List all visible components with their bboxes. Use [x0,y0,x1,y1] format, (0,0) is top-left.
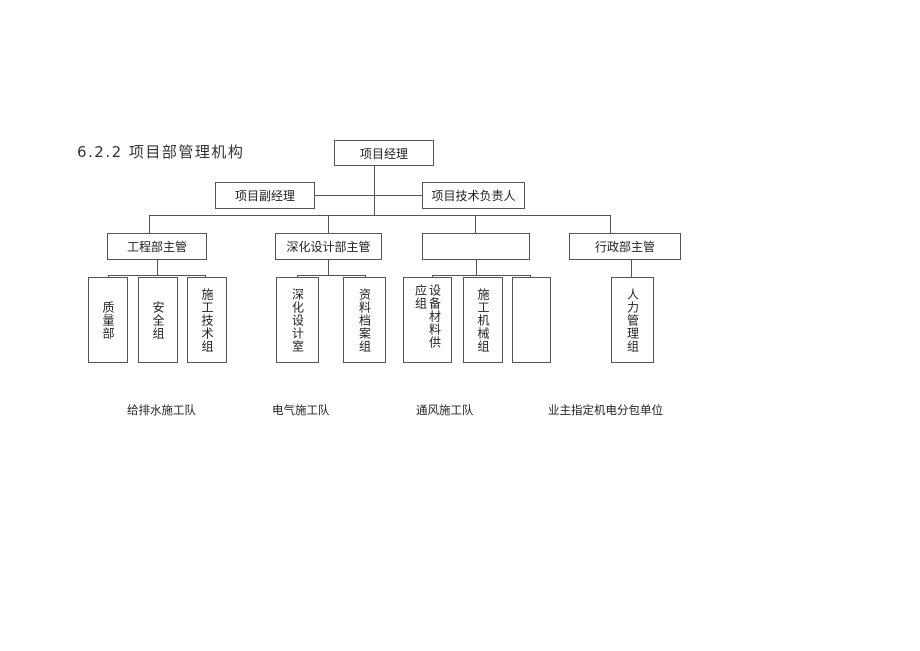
team-owner-subcontractor: 业主指定机电分包单位 [548,403,663,417]
connector-dept2-unit2 [365,275,366,277]
org-box-label: 项目副经理 [234,189,295,203]
org-unit-archives: 资料档案组 [343,277,386,363]
connector-dept3-unit1 [432,275,433,277]
section-heading: 6.2.2 项目部管理机构 [77,143,245,161]
org-unit-label: 施工机械组 [476,287,490,353]
org-box-tech-lead: 项目技术负责人 [422,182,525,209]
team-plumbing: 给排水施工队 [127,403,196,417]
connector-manager-down [374,165,375,215]
org-unit-hr: 人力管理组 [611,277,654,363]
org-unit-design-room: 深化设计室 [276,277,319,363]
connector-dept1-unit1 [108,275,109,277]
connector-dept4 [610,215,611,233]
org-box-label: 深化设计部主管 [286,240,371,254]
org-unit-label: 人力管理组 [625,287,640,353]
org-unit-machinery: 施工机械组 [463,277,503,363]
connector-dept2-unit1 [297,275,298,277]
org-box-dept-admin: 行政部主管 [569,233,681,260]
org-unit-label: 安全组 [151,300,165,340]
org-box-dept-design: 深化设计部主管 [275,233,382,260]
org-box-deputy-manager: 项目副经理 [215,182,315,209]
org-unit-label: 质量部 [101,300,115,340]
org-unit-construction-tech: 施工技术组 [187,277,227,363]
org-box-label: 行政部主管 [594,240,655,254]
connector-dept2 [328,215,329,233]
org-unit-blank [512,277,551,363]
org-box-label: 工程部主管 [126,240,187,254]
team-electrical: 电气施工队 [272,403,330,417]
org-unit-label: 设备材料供应组 [413,284,442,349]
connector-dept2-bus [297,275,365,276]
org-unit-label: 资料档案组 [357,287,372,353]
org-unit-quality: 质量部 [88,277,128,363]
team-ventilation: 通风施工队 [416,403,474,417]
connector-dept-bus [149,215,611,216]
connector-deputy-branch [315,195,422,196]
org-box-manager: 项目经理 [334,140,434,166]
org-unit-safety: 安全组 [138,277,178,363]
connector-dept3 [475,215,476,233]
connector-dept1 [149,215,150,233]
org-box-dept-blank [422,233,530,260]
org-box-label: 项目技术负责人 [431,189,516,203]
connector-dept2-down [328,260,329,275]
org-unit-label: 深化设计室 [290,287,305,353]
connector-dept3-unit3 [530,275,531,277]
org-box-label: 项目经理 [359,146,408,161]
connector-dept1-unit3 [205,275,206,277]
connector-dept3-down [476,260,477,275]
org-unit-materials-supply: 设备材料供应组 [403,277,452,363]
connector-dept4-down [631,260,632,277]
connector-dept3-bus [432,275,530,276]
org-unit-label: 施工技术组 [200,287,214,353]
connector-dept1-down [157,260,158,275]
connector-dept1-bus [108,275,205,276]
org-box-dept-engineering: 工程部主管 [107,233,207,260]
